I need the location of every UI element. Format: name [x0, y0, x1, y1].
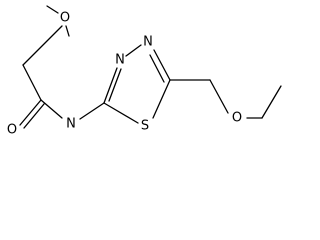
bond-c2-n3-double: [108, 68, 122, 102]
bond-c5-s: [152, 79, 171, 119]
atom-n-amide: N: [66, 117, 76, 132]
bond-o-ch2: [65, 25, 70, 37]
bond-ethyl: [261, 85, 282, 119]
bond-n-ring-c2: [79, 102, 105, 120]
atom-o-methoxy: O: [60, 11, 70, 26]
molecule-diagram: O O N N N S O: [7, 5, 282, 138]
bond-n3-n4: [125, 44, 142, 57]
bond-ch2-o-ether: [209, 79, 229, 114]
bond-c-o-double-1: [19, 99, 42, 126]
bond-n4-c5: [153, 49, 171, 81]
bond-methyl-o: [46, 5, 59, 14]
atom-n-ring-right: N: [143, 35, 153, 50]
atom-o-carbonyl: O: [7, 123, 17, 138]
bond-ch2-ch2: [22, 64, 42, 101]
bond-c2-n3: [103, 67, 118, 104]
atom-s-ring: S: [141, 119, 149, 134]
atom-n-ring-left: N: [115, 53, 125, 68]
bond-c-n-amide: [40, 99, 63, 119]
bond-ch2-o: [22, 25, 63, 66]
structure-svg: O O N N N S O: [7, 5, 282, 138]
bond-c-o-double-2: [23, 103, 45, 129]
bond-s-c2: [103, 102, 139, 124]
atom-o-ether: O: [232, 111, 242, 126]
bond-n4-c5-double: [149, 54, 165, 83]
